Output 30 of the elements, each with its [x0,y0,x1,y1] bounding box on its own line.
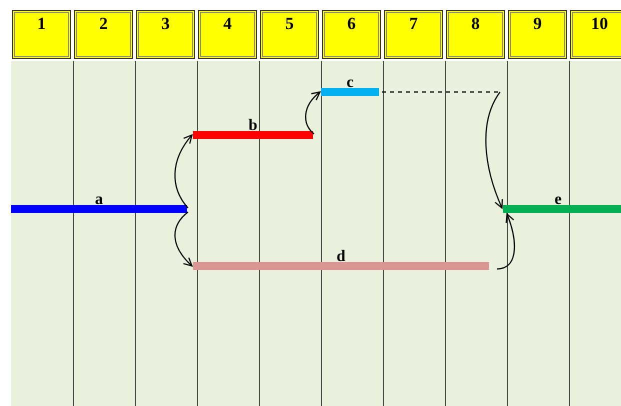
column-header [74,10,133,59]
column-header [384,10,443,59]
column-header [260,10,319,59]
column-number: 7 [409,15,418,32]
column-header [136,10,195,59]
column-number: 6 [347,15,356,32]
column-header [508,10,567,59]
connector-arrow [174,212,193,267]
column-header [570,10,621,59]
column-number: 5 [285,15,294,32]
connector-arrow [305,91,321,134]
column-header [12,10,71,59]
column-number: 3 [161,15,170,32]
column-number: 2 [99,15,108,32]
column-number: 10 [591,15,608,32]
task-label: c [346,75,354,91]
column-number: 4 [223,15,232,32]
task-label: b [248,118,258,134]
connector-arrow [496,213,516,270]
column-number: 9 [533,15,542,32]
connector-arrow [174,134,193,208]
connector-arrow [382,91,504,209]
column-header [446,10,505,59]
column-header [198,10,257,59]
task-label: a [95,192,103,208]
task-label: d [336,249,346,265]
column-number: 1 [37,15,46,32]
column-header [322,10,381,59]
column-number: 8 [471,15,480,32]
task-label: e [554,192,562,208]
